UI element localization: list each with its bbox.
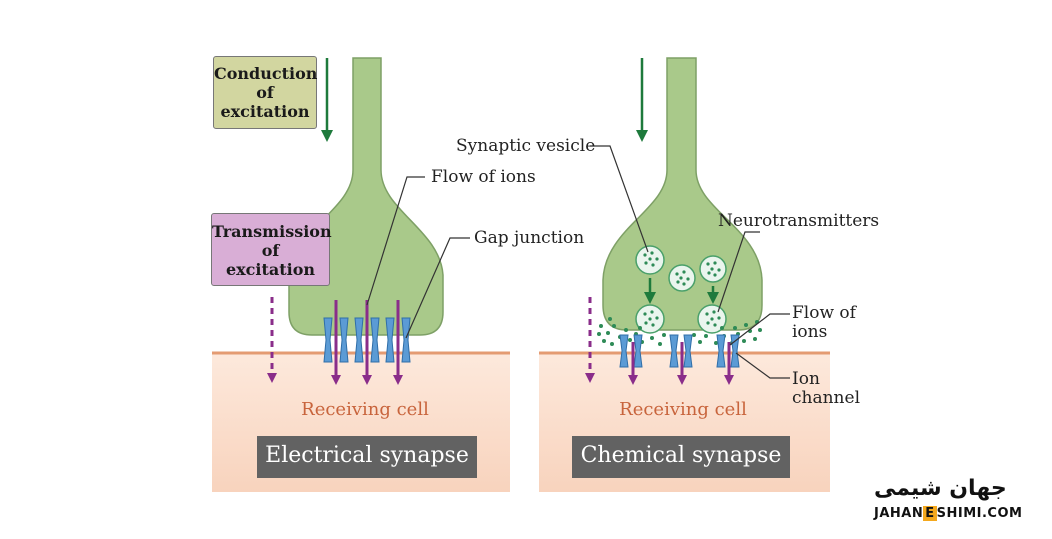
chemical-synapse-title: Chemical synapse [572,436,790,478]
leader-synaptic-vesicle [590,145,649,253]
conduction-line-2: of [256,83,274,102]
flow-of-ions-label-chemical: Flow of ions [792,304,856,342]
logo-text-before: JAHAN [874,506,924,521]
logo-persian-text: جهان شیمی [874,476,1007,501]
flow-of-ions-line-2: ions [792,322,828,342]
transmission-line-1: Transmission [212,222,332,241]
ion-flow-arrows-electrical [331,300,403,385]
ion-channel-label: Ion channel [792,370,860,408]
leader-neurotransmitters [717,231,760,313]
receiving-cell-label-chemical: Receiving cell [619,399,747,420]
receiving-cell-label-electrical: Receiving cell [301,399,429,420]
gap-junction-label: Gap junction [474,228,585,248]
leader-flow-of-ions-chemical [729,313,790,346]
logo-text-highlight: E [923,506,937,521]
leader-flow-of-ions [366,176,425,306]
leader-gap-junction [405,237,470,339]
conduction-line-1: Conduction [214,64,318,83]
synaptic-vesicles [635,245,727,334]
flow-of-ions-label: Flow of ions [431,167,536,187]
ion-flow-arrows-chemical [628,342,734,385]
transmission-line-2: of [261,241,280,260]
chemical-synapse-panel [539,57,830,492]
transmission-of-excitation-box: Transmission of excitation [211,213,332,286]
flow-of-ions-line-1: Flow of [792,303,856,323]
leader-ion-channel [735,352,790,379]
conduction-line-3: excitation [220,102,310,121]
electrical-synapse-title: Electrical synapse [257,436,477,478]
ion-channel-line-2: channel [792,388,860,408]
gap-junction-channels [323,317,411,363]
ion-channel-line-1: Ion [792,369,820,389]
neurotransmitters-label: Neurotransmitters [718,211,880,231]
synaptic-vesicle-label: Synaptic vesicle [456,136,596,156]
conduction-of-excitation-box: Conduction of excitation [213,56,317,129]
transmission-line-3: excitation [225,260,316,279]
vesicle-movement-arrows [644,278,719,304]
logo-text-after: SHIMI.COM [936,506,1023,521]
